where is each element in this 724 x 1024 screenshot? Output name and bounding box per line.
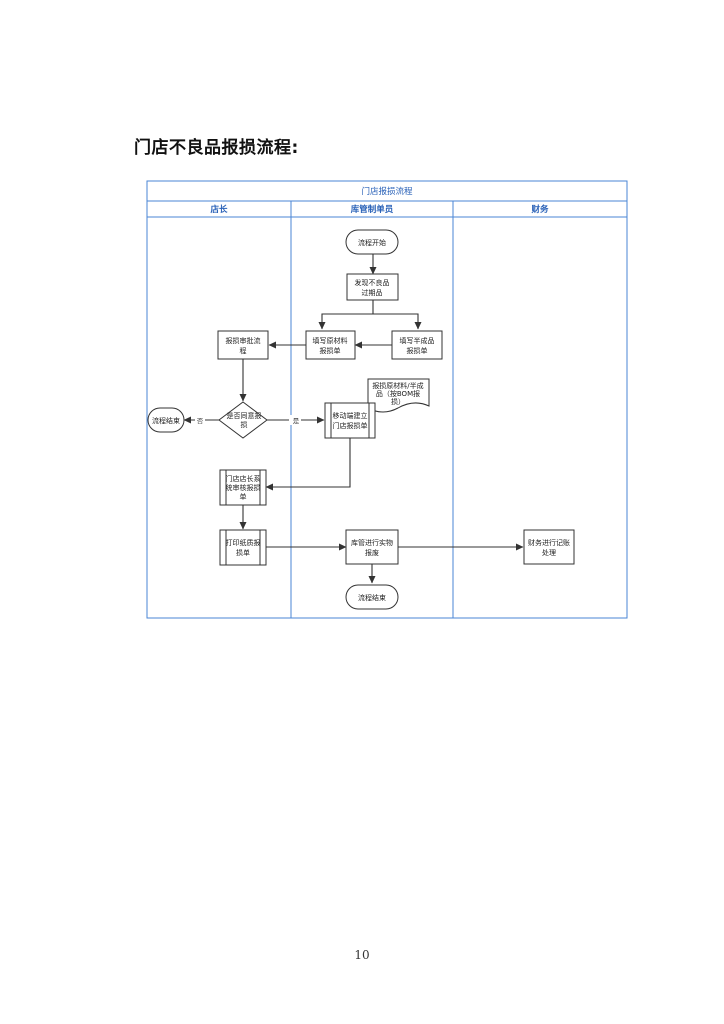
- svg-text:过期品: 过期品: [362, 288, 383, 297]
- svg-text:移动端建立: 移动端建立: [333, 411, 368, 420]
- edge-label-yes: 是: [293, 417, 300, 425]
- svg-text:报损审批流: 报损审批流: [226, 336, 261, 345]
- svg-text:处理: 处理: [542, 548, 556, 557]
- svg-text:程: 程: [240, 346, 247, 355]
- node-end-bottom: 流程结束: [345, 584, 399, 610]
- lane-header-store-manager: 店长: [209, 204, 228, 215]
- node-decision: 是否同意报 损: [218, 401, 268, 439]
- svg-text:发现不良品: 发现不良品: [355, 278, 390, 287]
- node-manager-review: 门店店长系 统审核报损 单: [219, 469, 267, 506]
- edge-create-to-review: [265, 438, 351, 491]
- svg-text:打印纸质报: 打印纸质报: [226, 538, 261, 547]
- section-heading: 门店不良品报损流程:: [134, 138, 299, 158]
- svg-text:流程开始: 流程开始: [358, 238, 386, 247]
- svg-text:填写半成品: 填写半成品: [400, 336, 435, 345]
- node-end-left: 流程结束: [147, 407, 185, 433]
- svg-text:门店店长系: 门店店长系: [226, 474, 261, 483]
- svg-text:报损原材料/半成: 报损原材料/半成: [372, 381, 423, 390]
- svg-text:报损单: 报损单: [320, 346, 341, 355]
- node-approval-flow: 报损审批流 程: [217, 330, 269, 360]
- node-print-report: 打印纸质报 损单: [219, 529, 267, 566]
- node-fill-semi-finished: 填写半成品 报损单: [391, 330, 443, 360]
- svg-text:品（按BOM报: 品（按BOM报: [376, 389, 420, 398]
- node-document: 报损原材料/半成 品（按BOM报 损）: [367, 378, 430, 413]
- svg-text:损）: 损）: [391, 397, 405, 406]
- lane-header-finance: 财务: [530, 204, 549, 215]
- svg-text:填写原材料: 填写原材料: [313, 336, 348, 345]
- diagram-title: 门店报损流程: [361, 186, 413, 197]
- svg-text:单: 单: [240, 492, 247, 501]
- svg-text:报损单: 报损单: [407, 346, 428, 355]
- node-fill-raw-material: 填写原材料 报损单: [305, 330, 356, 360]
- edge-discover-to-semi: [373, 313, 422, 330]
- lane-header-warehouse-clerk: 库管制单员: [351, 204, 394, 215]
- svg-text:统审核报损: 统审核报损: [226, 483, 261, 492]
- svg-text:流程结束: 流程结束: [152, 416, 180, 425]
- svg-text:财务进行记账: 财务进行记账: [528, 538, 570, 547]
- node-warehouse-scrap: 库管进行实物 报废: [345, 529, 399, 565]
- edge-discover-to-raw: [318, 300, 374, 330]
- swimlane-frame: [146, 180, 628, 619]
- node-start: 流程开始: [345, 229, 399, 255]
- svg-text:损单: 损单: [236, 548, 250, 557]
- node-mobile-create-report: 移动端建立 门店报损单: [324, 402, 376, 439]
- page-number: 10: [354, 948, 370, 962]
- svg-text:门店报损单: 门店报损单: [333, 421, 368, 430]
- node-discover: 发现不良品 过期品: [346, 273, 399, 301]
- node-finance-accounting: 财务进行记账 处理: [523, 529, 575, 565]
- edge-label-no: 否: [197, 417, 204, 425]
- svg-text:报废: 报废: [365, 548, 379, 557]
- svg-text:损: 损: [241, 420, 248, 429]
- svg-text:流程结束: 流程结束: [358, 593, 386, 602]
- svg-text:库管进行实物: 库管进行实物: [351, 538, 393, 547]
- svg-text:是否同意报: 是否同意报: [227, 411, 262, 420]
